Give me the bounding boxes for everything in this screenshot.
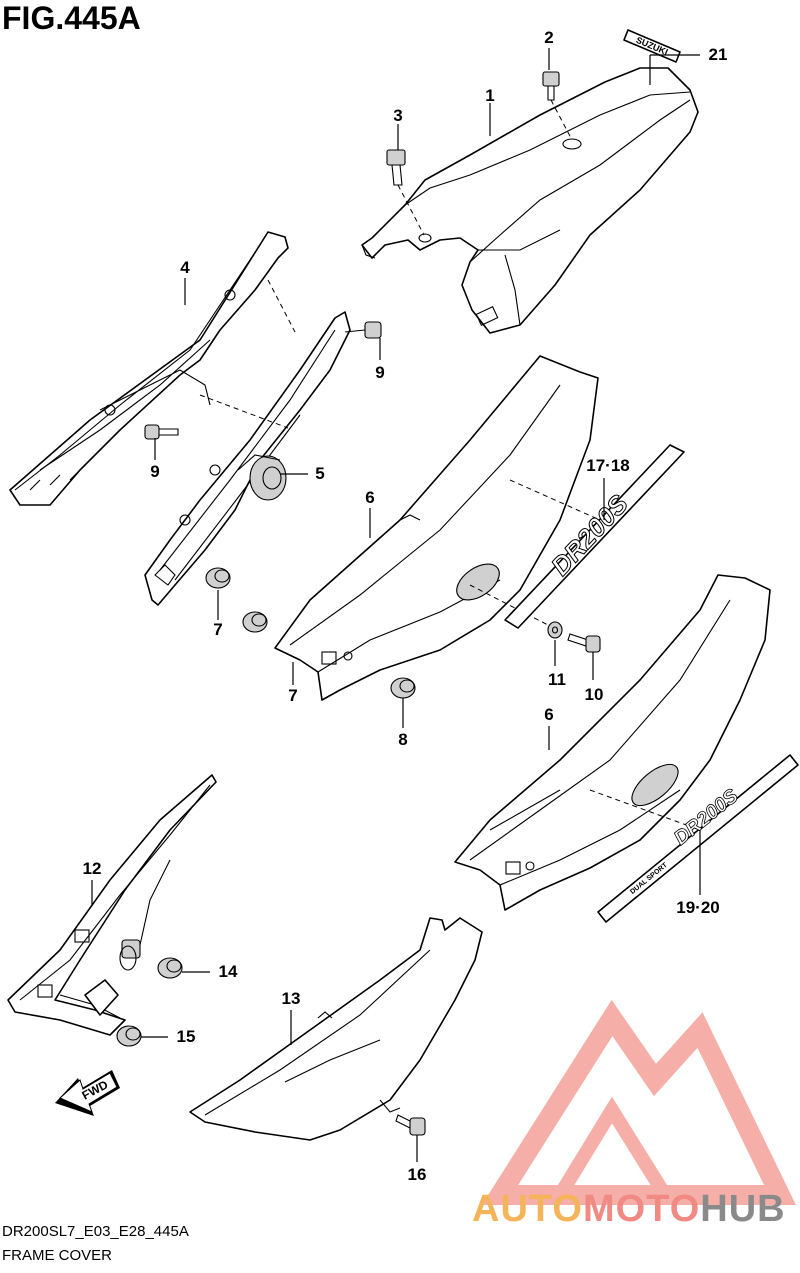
- part-7-grommet-b: [242, 611, 268, 633]
- watermark-text: AUTOMOTOHUB: [472, 1188, 786, 1231]
- fwd-arrow-icon: FWD: [55, 1070, 120, 1116]
- part-9-bolt-lower: [144, 424, 179, 440]
- part-1-rear-fender: [361, 67, 699, 334]
- figure-title: FIG.445A: [2, 0, 141, 36]
- callout-4: 4: [180, 258, 190, 277]
- callout-9-upper: 9: [375, 363, 385, 382]
- callout-1: 1: [485, 86, 495, 105]
- part-5-frame-bracket: [144, 311, 351, 606]
- callout-12: 12: [82, 859, 102, 878]
- figure-caption: FRAME COVER: [2, 1247, 113, 1264]
- part-7-grommet-a: [205, 567, 231, 589]
- part-4-frame-bracket: [9, 231, 289, 506]
- callout-17-18: 17·18: [586, 456, 630, 475]
- part-14-grommet: [157, 957, 183, 979]
- part-15-grommet: [116, 1025, 142, 1047]
- watermark-auto: AUTO: [472, 1188, 583, 1230]
- part-21-emblem: SUZUKI: [623, 29, 681, 63]
- callout-16: 16: [407, 1165, 427, 1184]
- part-6-side-cover-upper: [274, 355, 601, 701]
- part-11-washer: [547, 621, 563, 639]
- callout-13: 13: [281, 989, 301, 1008]
- part-9-bolt-upper: [344, 321, 382, 339]
- callout-5: 5: [315, 464, 325, 483]
- callout-7-a: 7: [213, 620, 223, 639]
- callout-10: 10: [584, 685, 604, 704]
- part-13-front-side-cover: [189, 917, 483, 1141]
- callout-3: 3: [393, 106, 403, 125]
- decal-lower-subtext: DUAL SPORT: [629, 861, 669, 895]
- emblem-text: SUZUKI: [635, 35, 670, 57]
- watermark-hub: HUB: [700, 1188, 786, 1230]
- callout-8: 8: [398, 730, 408, 749]
- callout-6-lower: 6: [544, 705, 554, 724]
- callout-2: 2: [544, 28, 554, 47]
- callout-9-lower: 9: [150, 462, 160, 481]
- callout-14: 14: [218, 962, 238, 981]
- watermark-logo: [481, 999, 796, 1205]
- part-12-front-bracket: [7, 774, 217, 1036]
- part-16-bolt: [395, 1114, 426, 1136]
- callout-11: 11: [548, 670, 566, 689]
- callout-15: 15: [176, 1027, 196, 1046]
- watermark-moto: MOTO: [582, 1188, 701, 1230]
- leader-lines: [91, 48, 701, 1162]
- part-6-side-cover-lower: [454, 574, 771, 911]
- part-2-bolt: [542, 71, 560, 101]
- part-3-bolt: [386, 149, 406, 186]
- callout-21: 21: [708, 45, 728, 64]
- callout-6-upper: 6: [365, 488, 375, 507]
- callout-19-20: 19·20: [676, 898, 720, 917]
- callout-7-b: 7: [288, 686, 298, 705]
- part-10-bolt: [567, 633, 601, 653]
- part-8-grommet: [390, 677, 416, 699]
- model-code: DR200SL7_E03_E28_445A: [2, 1223, 189, 1240]
